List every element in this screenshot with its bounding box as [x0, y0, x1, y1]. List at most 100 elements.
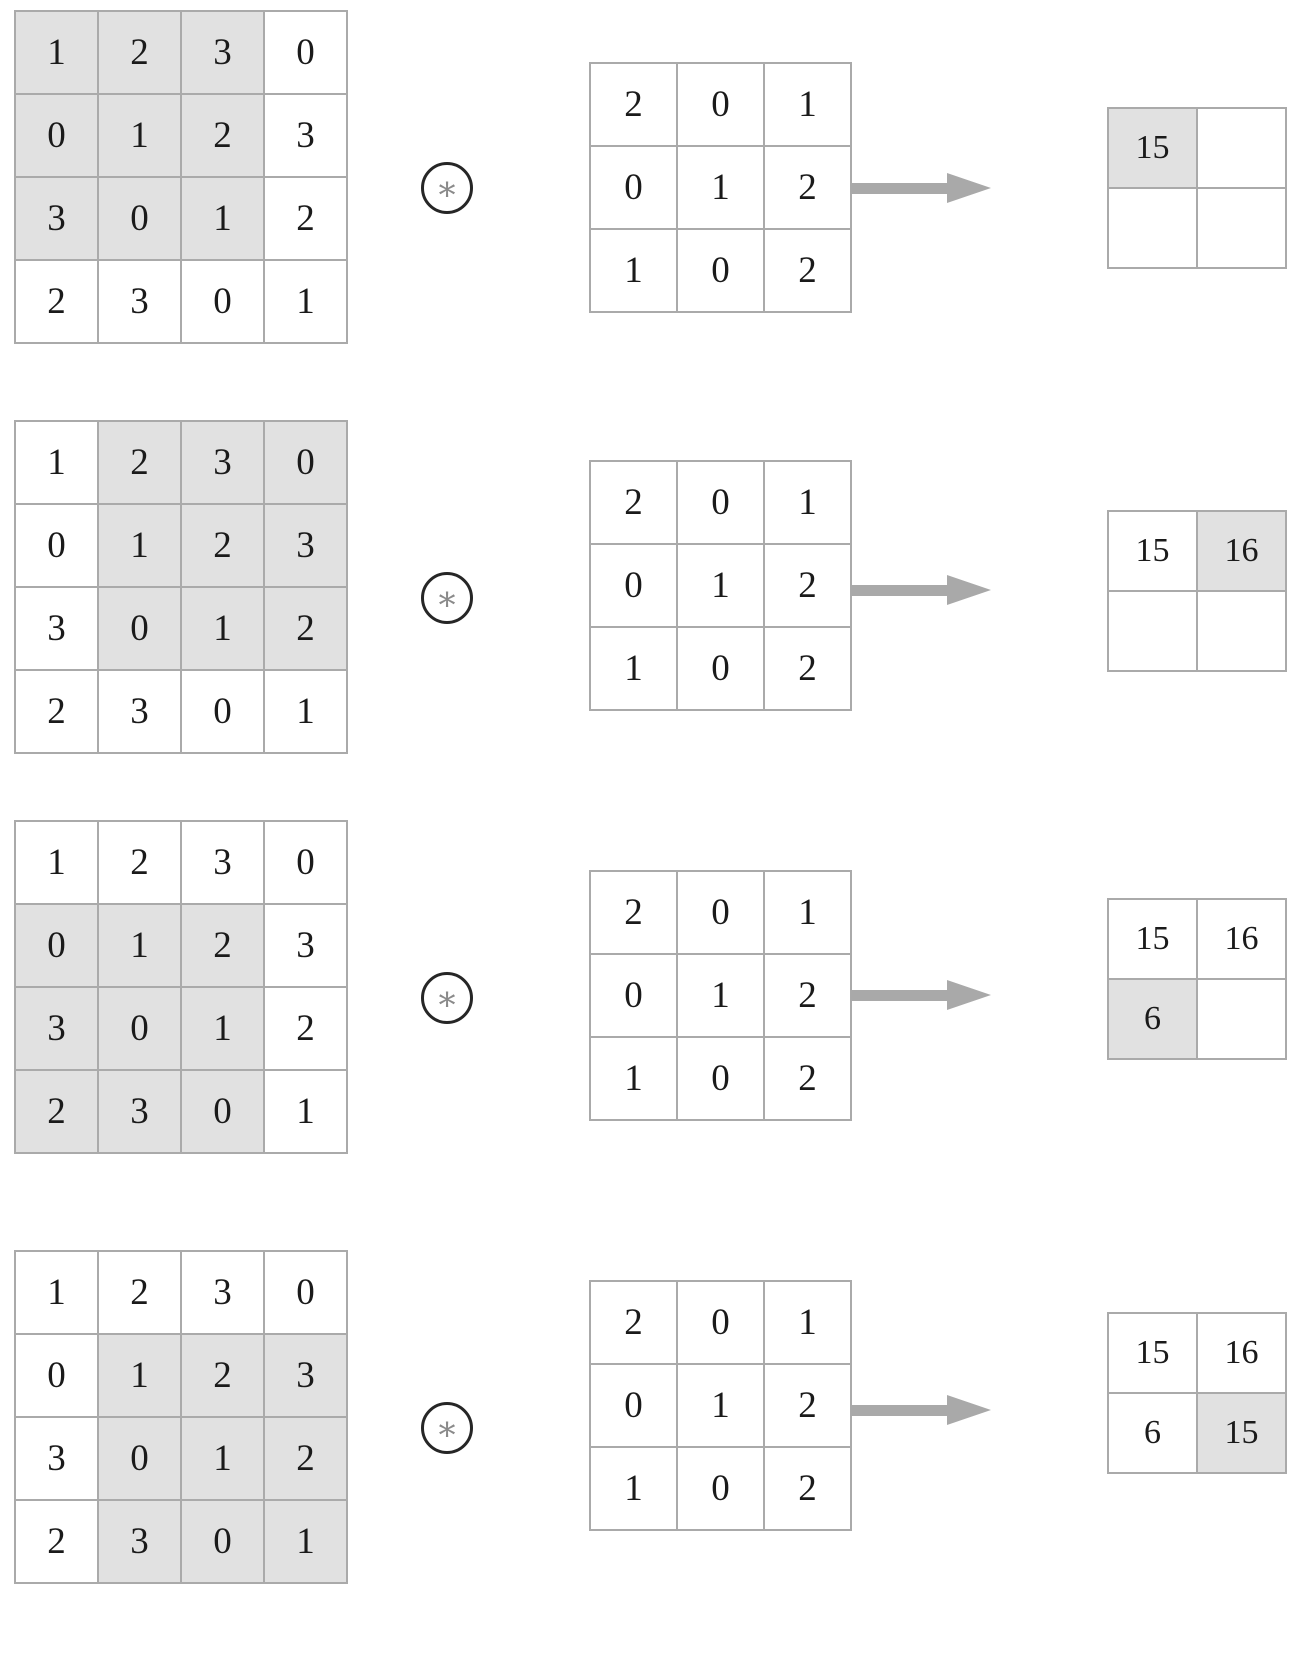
kernel-cell: 1 — [765, 64, 852, 147]
input-cell: 0 — [182, 261, 265, 344]
input-cell: 0 — [99, 988, 182, 1071]
input-cell: 3 — [182, 822, 265, 905]
input-cell: 3 — [182, 1252, 265, 1335]
input-cell: 0 — [265, 12, 348, 95]
input-cell: 1 — [16, 1252, 99, 1335]
kernel-cell: 0 — [678, 872, 765, 955]
kernel-cell: 1 — [591, 1038, 678, 1121]
kernel-cell: 1 — [678, 1365, 765, 1448]
right-arrow-icon — [851, 575, 991, 605]
input-cell: 2 — [265, 988, 348, 1071]
kernel-cell: 1 — [765, 462, 852, 545]
input-cell: 0 — [16, 905, 99, 988]
input-cell: 0 — [182, 671, 265, 754]
input-cell: 1 — [16, 822, 99, 905]
kernel-cell: 0 — [678, 1448, 765, 1531]
kernel-cell: 2 — [765, 955, 852, 1038]
kernel-cell: 0 — [591, 545, 678, 628]
input-cell: 3 — [265, 505, 348, 588]
input-cell: 2 — [182, 95, 265, 178]
output-cell — [1198, 592, 1287, 672]
input-cell: 2 — [99, 12, 182, 95]
arrow-shaft — [851, 1405, 951, 1416]
input-cell: 1 — [265, 671, 348, 754]
kernel-cell: 1 — [678, 955, 765, 1038]
input-cell: 3 — [182, 12, 265, 95]
asterisk-icon: ∗ — [435, 980, 459, 1018]
kernel-cell: 1 — [678, 545, 765, 628]
input-cell: 3 — [99, 261, 182, 344]
kernel-cell: 1 — [765, 1282, 852, 1365]
input-cell: 2 — [16, 261, 99, 344]
input-cell: 3 — [265, 905, 348, 988]
input-cell: 2 — [16, 671, 99, 754]
input-cell: 2 — [99, 1252, 182, 1335]
convolution-operator-icon: ∗ — [421, 572, 473, 624]
right-arrow-icon — [851, 1395, 991, 1425]
kernel-cell: 0 — [678, 230, 765, 313]
asterisk-icon: ∗ — [435, 1410, 459, 1448]
input-cell: 3 — [16, 178, 99, 261]
input-cell: 1 — [99, 905, 182, 988]
output-cell — [1198, 109, 1287, 189]
output-cell: 15 — [1109, 512, 1198, 592]
input-cell: 1 — [99, 1335, 182, 1418]
kernel-cell: 2 — [591, 462, 678, 545]
output-cell: 6 — [1109, 1394, 1198, 1474]
output-cell: 15 — [1109, 109, 1198, 189]
kernel-cell: 1 — [765, 872, 852, 955]
kernel-cell: 2 — [765, 1448, 852, 1531]
input-cell: 0 — [182, 1071, 265, 1154]
input-cell: 1 — [16, 422, 99, 505]
input-cell: 1 — [99, 95, 182, 178]
input-cell: 0 — [99, 178, 182, 261]
input-cell: 2 — [182, 505, 265, 588]
arrow-head — [947, 980, 991, 1010]
input-cell: 1 — [16, 12, 99, 95]
output-cell: 15 — [1109, 1314, 1198, 1394]
kernel-cell: 2 — [765, 628, 852, 711]
input-cell: 0 — [16, 95, 99, 178]
kernel-cell: 2 — [765, 230, 852, 313]
input-cell: 2 — [265, 588, 348, 671]
output-cell — [1109, 189, 1198, 269]
input-cell: 3 — [265, 95, 348, 178]
kernel-cell: 1 — [678, 147, 765, 230]
input-cell: 0 — [265, 822, 348, 905]
output-cell — [1109, 592, 1198, 672]
arrow-head — [947, 173, 991, 203]
input-cell: 3 — [99, 671, 182, 754]
kernel-cell: 2 — [591, 1282, 678, 1365]
output-cell: 6 — [1109, 980, 1198, 1060]
kernel-cell: 0 — [678, 1282, 765, 1365]
input-cell: 3 — [99, 1071, 182, 1154]
convolution-operator-icon: ∗ — [421, 162, 473, 214]
input-cell: 0 — [265, 1252, 348, 1335]
kernel-cell: 2 — [591, 64, 678, 147]
input-cell: 0 — [265, 422, 348, 505]
kernel-cell: 1 — [591, 230, 678, 313]
output-cell: 16 — [1198, 900, 1287, 980]
input-cell: 1 — [182, 1418, 265, 1501]
input-cell: 1 — [99, 505, 182, 588]
kernel-cell: 2 — [765, 147, 852, 230]
arrow-head — [947, 575, 991, 605]
arrow-shaft — [851, 585, 951, 596]
input-cell: 0 — [16, 505, 99, 588]
input-cell: 0 — [16, 1335, 99, 1418]
output-cell: 15 — [1198, 1394, 1287, 1474]
kernel-cell: 0 — [591, 147, 678, 230]
input-cell: 2 — [16, 1071, 99, 1154]
kernel-cell: 2 — [591, 872, 678, 955]
convolution-operator-icon: ∗ — [421, 972, 473, 1024]
kernel-cell: 0 — [678, 628, 765, 711]
input-cell: 3 — [16, 988, 99, 1071]
